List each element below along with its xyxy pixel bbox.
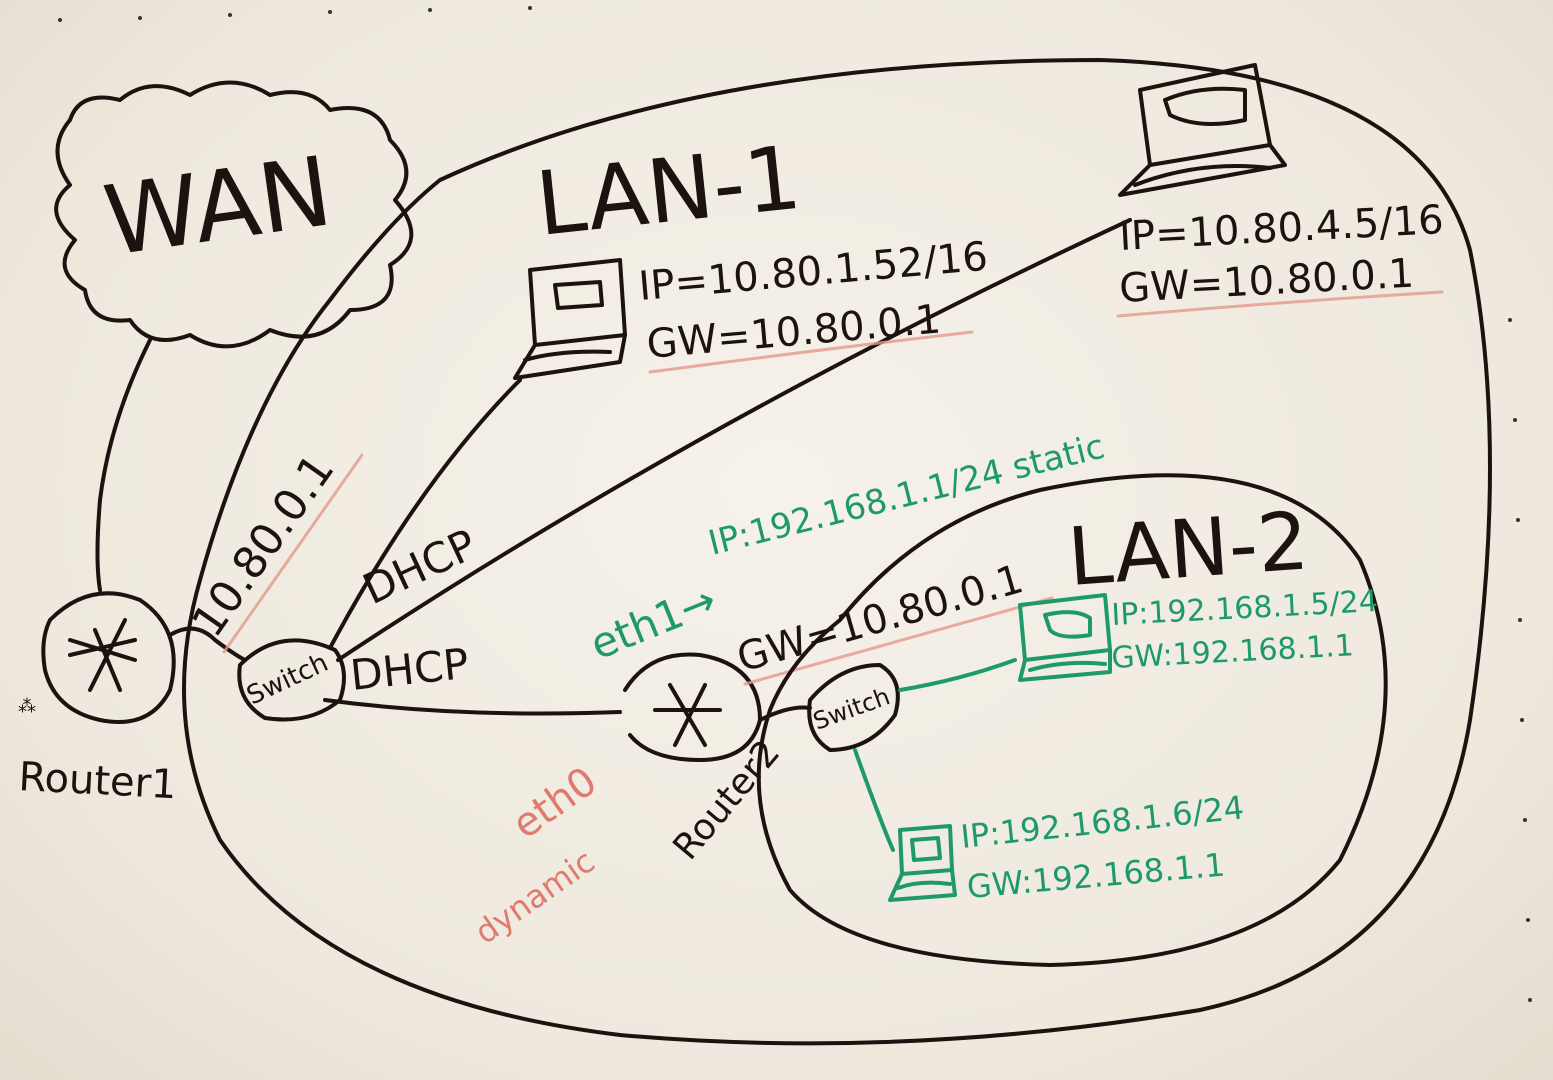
lan2-host1-gw: GW:192.168.1.1	[1111, 628, 1355, 676]
link-switch1-router2	[323, 698, 622, 716]
link-switch2-host2	[853, 748, 895, 852]
lan1-boundary	[182, 58, 1492, 1046]
lan2-boundary	[756, 473, 1388, 967]
wan-label: WAN	[98, 135, 339, 278]
lan2-label: LAN-2	[1065, 494, 1312, 604]
lan1-label: LAN-1	[531, 126, 805, 256]
board-dots	[58, 6, 1532, 1002]
router-icon	[653, 683, 722, 747]
link-router2-switch2	[758, 705, 812, 722]
underline	[222, 453, 364, 654]
router2-eth0-mode: dynamic	[468, 842, 602, 952]
router1-scribble: ⁂	[18, 696, 36, 717]
wan-link	[95, 338, 152, 592]
wan-cloud	[54, 80, 414, 349]
router1[interactable]: ⁂ Router1	[17, 591, 178, 808]
lan1-host1[interactable]	[513, 258, 627, 380]
laptop-icon	[1018, 593, 1112, 682]
laptop-icon	[1118, 63, 1287, 197]
router2-eth1-ip: IP:192.168.1.1/24 static	[705, 427, 1109, 564]
laptop-icon	[513, 258, 627, 380]
underline	[648, 330, 974, 374]
dhcp-label-1: DHCP	[356, 520, 484, 615]
link-switch1-lan1-host2	[336, 218, 1132, 662]
lan2-host2[interactable]	[888, 824, 957, 902]
underline	[743, 596, 1054, 686]
lan2-host2-gw: GW:192.168.1.1	[965, 846, 1226, 906]
laptop-icon	[888, 824, 957, 902]
lan2-host2-ip: IP:192.168.1.6/24	[959, 788, 1246, 856]
lan1-host2[interactable]	[1118, 63, 1287, 197]
underline	[1116, 290, 1444, 318]
lan2-host1[interactable]	[1018, 593, 1112, 682]
router-icon	[68, 618, 137, 692]
dhcp-label-2: DHCP	[348, 639, 471, 700]
switch2[interactable]: Switch	[807, 663, 900, 752]
router1-label: Router1	[17, 754, 177, 808]
router2[interactable]: Router2	[623, 652, 788, 868]
lan1-host1-gw: GW=10.80.0.1	[645, 296, 943, 368]
link-switch1-lan1-host1	[328, 378, 522, 650]
link-switch2-host1	[898, 658, 1017, 692]
router2-eth0: eth0	[504, 758, 605, 848]
switch1-label: Switch	[242, 648, 333, 712]
link-router1-switch1	[168, 626, 247, 662]
switch1-ip: 10.80.0.1	[182, 445, 344, 646]
switch1[interactable]: Switch	[237, 638, 346, 722]
